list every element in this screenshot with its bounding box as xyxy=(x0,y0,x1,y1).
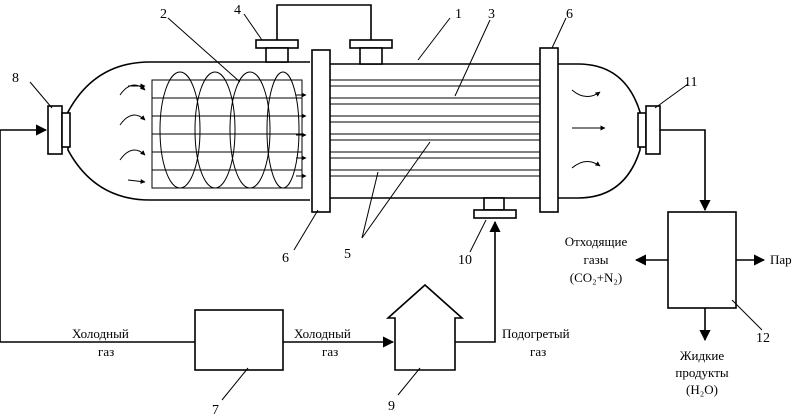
right-end-cap xyxy=(558,63,641,199)
spiral-coil xyxy=(159,71,300,189)
label-liquid-3: (H₂O) xyxy=(686,382,718,397)
flow-arrows-right xyxy=(571,89,606,169)
pipe-heater-to-bottom xyxy=(455,220,501,343)
num-1: 1 xyxy=(455,7,462,22)
label-liquid-1: Жидкие xyxy=(680,348,724,363)
num-6-top: 6 xyxy=(566,7,573,22)
num-7: 7 xyxy=(212,403,219,418)
num-6-bottom: 6 xyxy=(282,251,289,266)
num-12: 12 xyxy=(756,331,770,346)
top-nozzle-right xyxy=(349,39,393,65)
separator-box xyxy=(667,211,737,309)
flow-arrows-right-inner xyxy=(296,92,307,179)
tube-sheet-left xyxy=(311,49,331,213)
pipe-to-left-nozzle xyxy=(0,124,195,343)
num-11: 11 xyxy=(684,75,697,90)
left-nozzle xyxy=(47,105,71,155)
bottom-nozzle xyxy=(473,197,517,219)
label-cold-gas-mid-1: Холодный xyxy=(294,326,351,341)
label-heated-gas-2: газ xyxy=(530,344,546,359)
label-cold-gas-left-2: газ xyxy=(98,344,114,359)
leader-lines xyxy=(29,13,763,401)
inner-grid xyxy=(152,97,302,171)
cooler-box xyxy=(194,309,284,371)
label-cold-gas-left-1: Холодный xyxy=(72,326,129,341)
label-cold-gas-mid-2: газ xyxy=(322,344,338,359)
pipe-to-separator xyxy=(660,129,711,212)
num-5: 5 xyxy=(344,247,351,262)
label-exhaust-1: Отходящие xyxy=(565,234,628,249)
top-nozzle-left xyxy=(255,39,299,63)
num-3: 3 xyxy=(488,7,495,22)
flow-arrows-left xyxy=(119,83,146,184)
bypass-loop xyxy=(276,4,372,40)
label-steam: Пар xyxy=(770,252,792,267)
num-2: 2 xyxy=(160,7,167,22)
num-4: 4 xyxy=(234,3,241,18)
tube-sheet-right xyxy=(539,47,559,213)
tube-bundle xyxy=(330,79,540,177)
label-exhaust-2: газы xyxy=(584,252,609,267)
label-heated-gas-1: Подогретый xyxy=(502,326,570,341)
label-exhaust-3: (CO₂+N₂) xyxy=(570,270,623,285)
heater-house xyxy=(385,283,465,371)
label-liquid-2: продукты xyxy=(675,365,729,380)
num-10: 10 xyxy=(458,253,472,268)
num-8: 8 xyxy=(12,71,19,86)
right-nozzle xyxy=(637,105,661,155)
num-9: 9 xyxy=(388,399,395,414)
